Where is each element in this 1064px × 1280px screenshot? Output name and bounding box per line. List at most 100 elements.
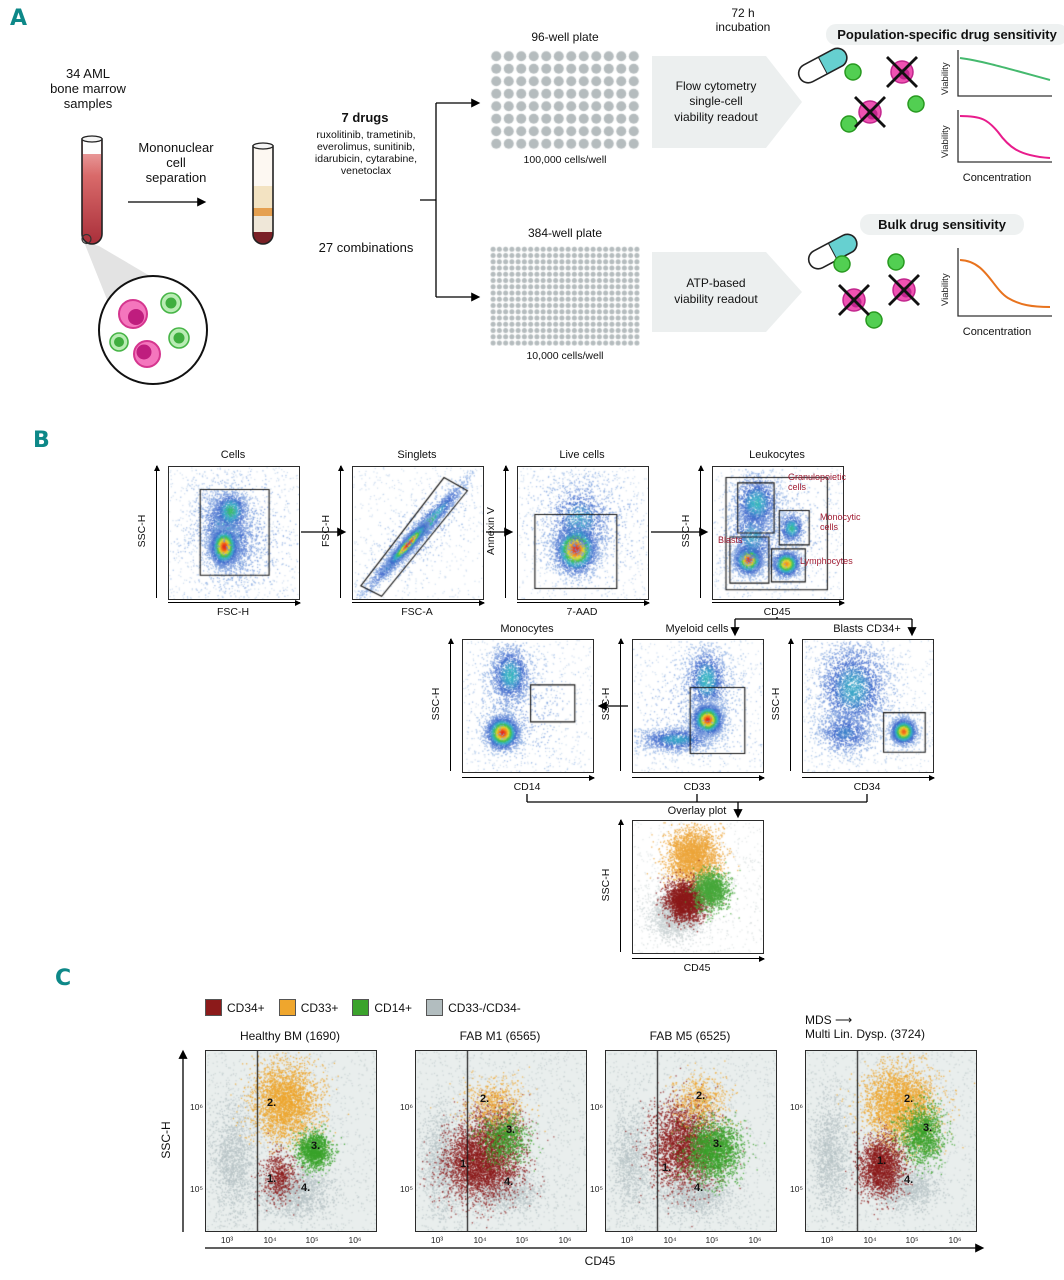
x-tick: 10⁶ bbox=[558, 1235, 572, 1245]
plot-leukocytes-xlabel: CD45 bbox=[763, 606, 791, 618]
plot-overlay-ylabel: SSC-H bbox=[600, 868, 612, 902]
plot-monocytes-xlabel: CD14 bbox=[513, 781, 541, 793]
population-marker: 4. bbox=[904, 1174, 914, 1186]
separation-text: Mononuclear cell separation bbox=[138, 140, 214, 185]
population-marker: 1. bbox=[877, 1155, 887, 1167]
cell-magnifier bbox=[98, 275, 208, 385]
plot-cells-title: Cells bbox=[220, 449, 246, 461]
pill-icon bbox=[797, 47, 848, 84]
plot-m1-title: FAB M1 (6565) bbox=[459, 1029, 541, 1043]
x-tick: 10⁴ bbox=[263, 1235, 277, 1245]
x-tick: 10⁵ bbox=[905, 1235, 919, 1245]
plot-m5-title: FAB M5 (6525) bbox=[649, 1029, 731, 1043]
population-marker: 3. bbox=[923, 1122, 933, 1134]
mini-axes bbox=[957, 50, 1052, 97]
plot-overlay-xaxis bbox=[632, 956, 765, 963]
legend-item-cd34: CD34+ bbox=[205, 999, 265, 1016]
plot-blasts34-xlabel: CD34 bbox=[853, 781, 881, 793]
plot-healthy-title: Healthy BM (1690) bbox=[239, 1029, 341, 1043]
population-marker: 1. bbox=[267, 1173, 277, 1185]
separated-tube-icon bbox=[252, 142, 274, 245]
y-tick: 10⁵ bbox=[790, 1184, 803, 1194]
y-tick: 10⁶ bbox=[400, 1102, 413, 1112]
plot-myeloid-yaxis bbox=[618, 638, 625, 771]
plot-myeloid-title: Myeloid cells bbox=[665, 623, 729, 635]
plot-leukocytes-title: Leukocytes bbox=[749, 449, 805, 461]
treated-cells-flow bbox=[840, 56, 925, 133]
x-tick: 10⁵ bbox=[515, 1235, 529, 1245]
population-marker: 3. bbox=[311, 1140, 321, 1152]
plate96-title: 96-well plate bbox=[531, 30, 599, 44]
combinations-text: 27 combinations bbox=[318, 240, 414, 255]
panel-c-ylabel: SSC-H bbox=[159, 1121, 173, 1159]
plot-cells-canvas bbox=[168, 466, 300, 600]
legend-label: CD34+ bbox=[227, 1000, 265, 1015]
population-marker: 3. bbox=[506, 1124, 516, 1136]
gate-label-lymphocytes: Lymphocytes bbox=[800, 556, 853, 566]
legend-item-cd33: CD33+ bbox=[278, 999, 338, 1016]
panel-c-label: C bbox=[55, 966, 72, 991]
population-marker: 1. bbox=[662, 1162, 672, 1174]
plot-myeloid-xaxis bbox=[632, 775, 765, 782]
gate-label-monocytic: Monocytic cells bbox=[820, 512, 861, 533]
plot-live-yaxis bbox=[503, 465, 510, 598]
plot-overlay-canvas bbox=[632, 820, 764, 954]
aml-cell-icon bbox=[118, 299, 161, 368]
x-tick: 10³ bbox=[430, 1235, 444, 1245]
x-tick: 10⁴ bbox=[663, 1235, 677, 1245]
y-tick: 10⁶ bbox=[590, 1102, 603, 1112]
x-tick: 10³ bbox=[620, 1235, 634, 1245]
plate384-cells: 10,000 cells/well bbox=[526, 350, 604, 362]
plot-live-title: Live cells bbox=[559, 449, 605, 461]
concentration-label: Concentration bbox=[962, 172, 1032, 184]
x-tick: 10³ bbox=[820, 1235, 834, 1245]
viable-cell-icon bbox=[833, 253, 905, 329]
x-tick: 10³ bbox=[220, 1235, 234, 1245]
plot-singlets-title: Singlets bbox=[397, 449, 437, 461]
plot-live-canvas bbox=[517, 466, 649, 600]
plot-singlets-canvas bbox=[352, 466, 484, 600]
dead-cell-icon bbox=[838, 274, 920, 316]
plot-blasts34-yaxis bbox=[788, 638, 795, 771]
bulk-sensitivity-header: Bulk drug sensitivity bbox=[860, 214, 1024, 235]
concentration-label: Concentration bbox=[962, 326, 1032, 338]
incubation-text: 72 h incubation bbox=[715, 6, 771, 34]
sensitive-curve-plot: Viability bbox=[940, 110, 1052, 163]
panel-c-xlabel: CD45 bbox=[584, 1254, 616, 1268]
population-marker: 2. bbox=[696, 1090, 706, 1102]
plot-leukocytes-yaxis bbox=[698, 465, 705, 598]
plot-myeloid-ylabel: SSC-H bbox=[600, 687, 612, 721]
viable-cell-icon bbox=[840, 63, 925, 133]
population-marker: 3. bbox=[713, 1138, 723, 1150]
y-tick: 10⁵ bbox=[590, 1184, 603, 1194]
dead-cell-icon bbox=[854, 56, 918, 128]
plot-monocytes-yaxis bbox=[448, 638, 455, 771]
plot-healthy-canvas bbox=[205, 1050, 377, 1232]
viability-label: Viability bbox=[940, 125, 951, 158]
viability-label: Viability bbox=[940, 273, 951, 306]
plot-blasts34-canvas bbox=[802, 639, 934, 773]
tube-body bbox=[81, 138, 103, 245]
gate-label-blasts: Blasts bbox=[718, 535, 743, 545]
plot-blasts34-ylabel: SSC-H bbox=[770, 687, 782, 721]
panel-a-label: A bbox=[10, 6, 28, 31]
plot-monocytes-ylabel: SSC-H bbox=[430, 687, 442, 721]
x-tick: 10⁶ bbox=[348, 1235, 362, 1245]
y-tick: 10⁶ bbox=[790, 1102, 803, 1112]
plot-monocytes-xaxis bbox=[462, 775, 595, 782]
plot-myeloid-canvas bbox=[632, 639, 764, 773]
population-marker: 2. bbox=[267, 1097, 277, 1109]
panel-b-label: B bbox=[33, 428, 50, 453]
plot-live-xlabel: 7-AAD bbox=[566, 606, 598, 618]
atp-readout-banner: ATP-based viability readout bbox=[652, 252, 802, 332]
plot-blasts34-title: Blasts CD34+ bbox=[833, 623, 901, 635]
bulk-curve bbox=[959, 259, 1051, 308]
tube-air-gap bbox=[83, 140, 101, 154]
magnifier-circle bbox=[98, 275, 208, 385]
tube-rim bbox=[81, 135, 103, 143]
plot-singlets-xaxis bbox=[352, 600, 485, 607]
samples-text: 34 AML bone marrow samples bbox=[50, 66, 126, 111]
flow-readout-banner: Flow cytometry single-cell viability rea… bbox=[652, 56, 802, 148]
y-tick: 10⁵ bbox=[400, 1184, 413, 1194]
